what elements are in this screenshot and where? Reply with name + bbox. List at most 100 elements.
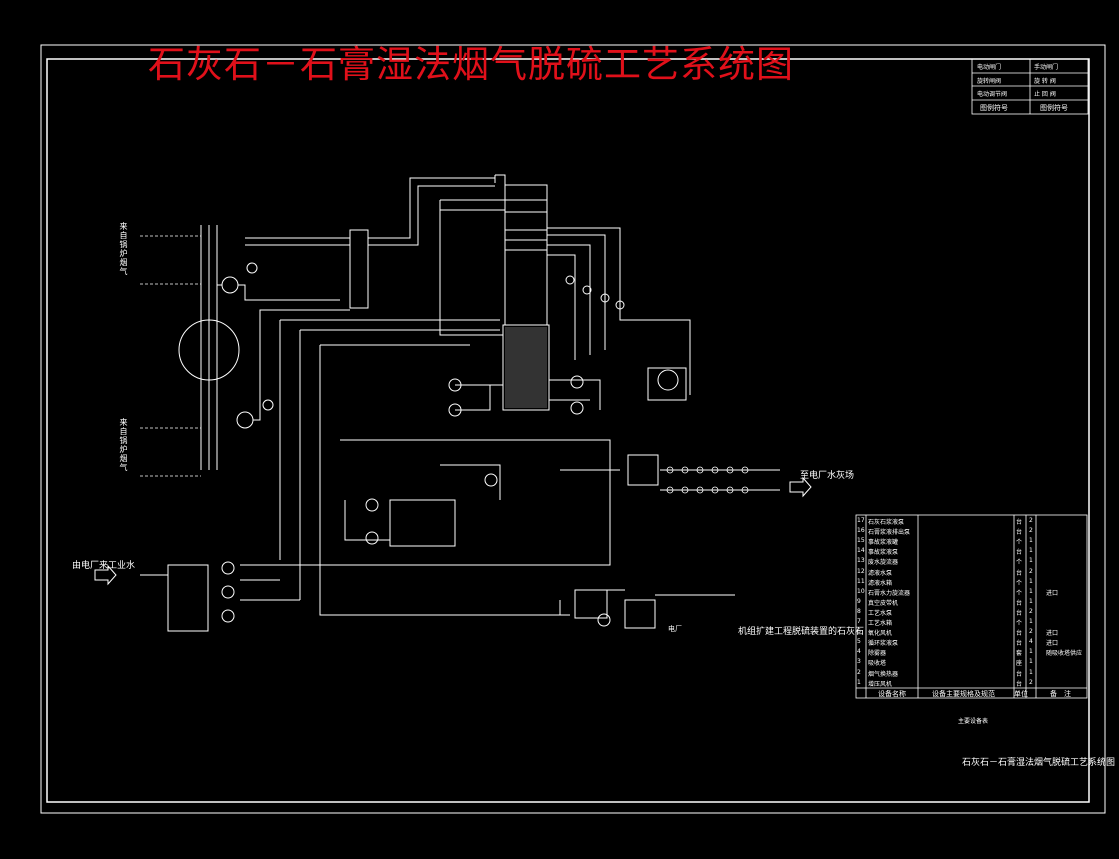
table-row-unit: 个 [1016,539,1023,547]
table-row-no: 9 [857,597,861,605]
process-lines [140,227,780,616]
outer-frame [40,44,1106,814]
table-row-note: 随吸收塔供应 [1046,650,1083,658]
legend-item-2: 旋转闸阀 [977,78,1002,85]
table-row-unit: 台 [1016,670,1023,678]
table-row-name: 石膏浆液排出泵 [868,529,911,537]
table-row-no: 4 [857,648,861,656]
table-row-name: 除雾器 [868,650,887,658]
table-row-no: 3 [857,658,861,666]
table-row-name: 事故浆液泵 [868,549,899,557]
table-row-unit: 台 [1016,519,1023,526]
table-row-unit: 个 [1016,559,1023,567]
table-row-name: 氧化风机 [868,630,893,638]
diagram-title: 石灰石－石膏湿法烟气脱硫工艺系统图 [148,43,794,86]
table-row-no: 17 [857,517,865,524]
table-row-name: 增压风机 [868,680,893,688]
bottom-flow-label: 机组扩建工程脱硫装置的石灰石 [738,627,865,637]
stack-circle [178,225,240,470]
table-row-unit: 套 [1016,650,1023,658]
table-row-no: 1 [857,678,861,686]
table-row-no: 5 [857,638,861,646]
table-row-no: 15 [857,537,865,545]
outlet-circles [666,466,749,494]
table-row-no: 6 [857,628,861,636]
table-row-no: 7 [857,618,861,625]
legend-item-1-symbol: 手动闸门 [1034,64,1059,71]
table-row-unit: 台 [1016,609,1023,617]
outlet-label: 至电厂水灰场 [800,471,855,481]
tanks [167,367,687,632]
table-row-no: 11 [857,577,865,585]
table-row-name: 真空皮带机 [868,599,899,607]
header-name: 设备名称 [878,690,906,698]
table-row-qty: 4 [1029,638,1033,646]
table-row-qty: 2 [1029,567,1033,575]
table-row-no: 8 [857,607,861,615]
footer-caption: 石灰石－石膏湿法烟气脱硫工艺系统图 [962,758,1116,768]
table-row-qty: 1 [1029,557,1033,565]
header-spec: 设备主要规格及规范 [932,690,995,698]
table-row-qty: 1 [1029,597,1033,605]
table-row-name: 滤液水泵 [868,569,893,577]
table-row-unit: 台 [1016,599,1023,607]
table-row-qty: 2 [1029,678,1033,686]
left-inlets [140,235,201,477]
left-bottom-label: 来自锅炉烟气 [119,418,128,472]
table-row-no: 14 [857,547,865,555]
header-unit: 单位 [1014,690,1028,698]
legend-item-3: 电动调节阀 [977,91,1008,98]
legend-item-3-symbol: 止 回 阀 [1034,91,1056,98]
table-row-unit: 台 [1016,569,1023,577]
table-row-name: 烟气换热器 [868,670,899,678]
bottom-plant-label: 电厂 [668,625,682,633]
absorber-tower [494,174,550,411]
table-row-name: 循环浆液泵 [868,640,899,648]
table-row-unit: 台 [1016,549,1023,557]
table-row-qty: 2 [1029,628,1033,636]
table-row-qty: 1 [1029,648,1033,656]
table-row-qty: 1 [1029,668,1033,676]
table-row-qty: 1 [1029,618,1033,625]
footer-small: 主要设备表 [958,718,989,725]
table-row-qty: 1 [1029,547,1033,555]
table-row-unit: 个 [1016,620,1023,627]
legend-item-4-symbol: 图例符号 [1040,104,1068,112]
legend-item-4: 图例符号 [980,104,1008,112]
arrows [94,476,812,586]
table-row-note: 进口 [1046,630,1059,638]
table-row-name: 事故浆液罐 [868,539,899,547]
table-row-name: 工艺水箱 [868,620,893,627]
table-row-qty: 2 [1029,607,1033,615]
table-row-qty: 1 [1029,537,1033,545]
table-row-name: 废水旋流器 [868,559,899,567]
table-row-name: 工艺水泵 [868,609,893,617]
table-row-unit: 座 [1016,660,1023,668]
table-row-name: 滤液水箱 [868,579,893,587]
table-row-unit: 台 [1016,640,1023,648]
table-row-no: 13 [857,557,865,565]
table-row-unit: 台 [1016,529,1023,537]
table-row-name: 石膏水力旋流器 [868,589,911,597]
table-row-qty: 2 [1029,527,1033,535]
legend-item-1: 电动闸门 [977,64,1002,71]
equipment-table-grid [855,514,1088,699]
table-row-no: 12 [857,567,865,575]
booster-fans [217,262,350,429]
header-note: 备 注 [1050,690,1071,698]
table-row-name: 石灰石浆液泵 [868,519,905,526]
left-top-label: 来自锅炉烟气 [119,222,128,276]
table-row-no: 2 [857,668,861,676]
legend-item-2-symbol: 旋 转 阀 [1034,78,1056,85]
table-row-qty: 1 [1029,577,1033,585]
table-row-note: 进口 [1046,640,1059,648]
table-row-unit: 台 [1016,680,1023,688]
table-row-unit: 台 [1016,630,1023,638]
inlet-water-label: 由电厂来工业水 [72,561,136,571]
table-row-qty: 1 [1029,587,1033,595]
table-row-qty: 1 [1029,658,1033,666]
table-row-unit: 个 [1016,579,1023,587]
inner-frame [46,58,1090,803]
pumps [221,275,679,627]
